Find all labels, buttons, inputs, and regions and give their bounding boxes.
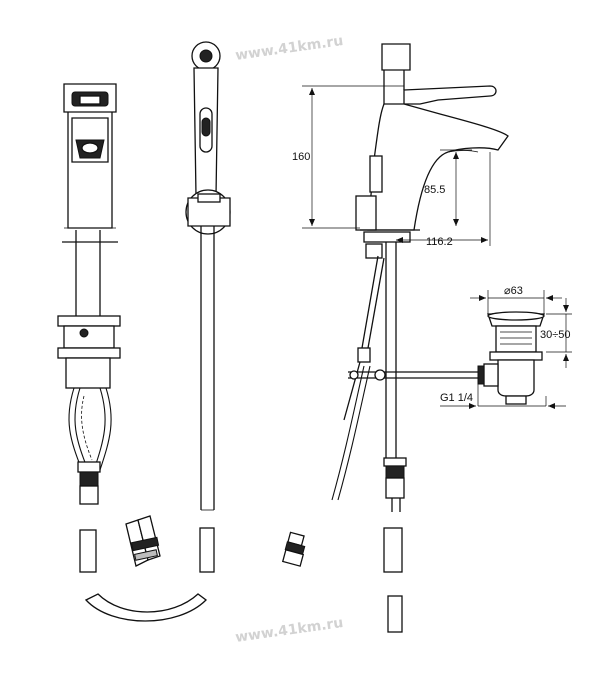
dim-label-116-2: 116.2 <box>426 236 453 248</box>
dim-waste-range: 30÷50 <box>540 298 572 368</box>
dim-label-g1-1-4: G1 1/4 <box>440 392 473 404</box>
dim-waste-diameter: ⌀63 <box>470 285 562 314</box>
watermark-top: www.41km.ru <box>234 33 344 64</box>
loose-hose-ends <box>125 515 161 567</box>
dim-label-30-50: 30÷50 <box>540 329 571 341</box>
faucet-side-view <box>331 43 509 633</box>
dim-height-total: 160 <box>292 85 404 229</box>
dim-label-160: 160 <box>292 151 310 163</box>
dim-waste-thread: G1 1/4 <box>440 376 566 409</box>
dim-label-d63: ⌀63 <box>504 285 523 297</box>
faucet-front-view <box>57 83 121 573</box>
hand-shower <box>185 41 231 573</box>
dim-spout-height: 85.5 <box>424 149 472 226</box>
adapter-fitting <box>281 531 306 567</box>
dim-label-85-5: 85.5 <box>424 184 445 196</box>
watermark-bottom: www.41km.ru <box>234 615 344 646</box>
waste-fitting <box>477 311 545 405</box>
base-plate-arc <box>84 593 207 622</box>
dim-spout-reach: 116.2 <box>396 152 491 248</box>
